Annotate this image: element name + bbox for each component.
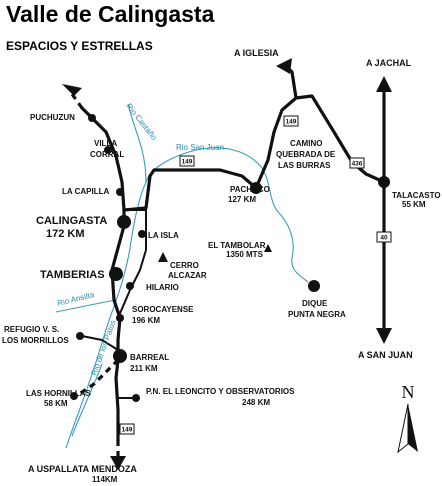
label-cerro-1: CERRO bbox=[170, 261, 199, 270]
dot-tamberias bbox=[109, 267, 123, 281]
dot-la-isla bbox=[138, 230, 146, 238]
label-uspallata-km: 114KM bbox=[92, 475, 118, 484]
label-la-capilla: LA CAPILLA bbox=[62, 187, 109, 196]
mountains bbox=[158, 244, 272, 262]
label-leoncito-1: P.N. EL LEONCITO Y OBSERVATORIOS bbox=[146, 387, 295, 396]
label-leoncito-2: 248 KM bbox=[242, 398, 270, 407]
road-las-hornillas bbox=[75, 358, 120, 398]
label-talacasto-1: TALACASTO bbox=[392, 191, 441, 200]
dot-la-capilla bbox=[116, 188, 124, 196]
route-shields: 149 149 436 40 149 bbox=[119, 115, 392, 435]
label-calingasta-2: 172 KM bbox=[46, 228, 85, 240]
river-ansilta bbox=[55, 299, 117, 313]
svg-text:149: 149 bbox=[122, 427, 133, 434]
label-sorocayense-1: SOROCAYENSE bbox=[132, 305, 194, 314]
label-rio-castano: Rio Castaño bbox=[124, 102, 159, 143]
svg-text:149: 149 bbox=[286, 119, 297, 126]
label-refugio-1: REFUGIO V. S. bbox=[4, 325, 59, 334]
river-san-juan bbox=[145, 147, 309, 283]
label-refugio-2: LOS MORRILLOS bbox=[2, 336, 69, 345]
compass-arrow-right bbox=[408, 404, 418, 452]
svg-text:149: 149 bbox=[182, 159, 193, 166]
label-pachaco-1: PACHACO bbox=[230, 185, 270, 194]
town-dots bbox=[70, 114, 390, 402]
label-sorocayense-2: 196 KM bbox=[132, 316, 160, 325]
map-title: Valle de Calingasta bbox=[6, 1, 215, 27]
label-talacasto-2: 55 KM bbox=[402, 200, 426, 209]
rivers bbox=[55, 103, 309, 449]
dot-pachaco bbox=[250, 182, 262, 194]
shield-436: 436 bbox=[349, 157, 365, 169]
compass: N bbox=[397, 382, 418, 454]
label-barreal-2: 211 KM bbox=[130, 364, 158, 373]
road-refugio bbox=[81, 335, 119, 351]
svg-text:436: 436 bbox=[352, 161, 363, 168]
road-calingasta-loop bbox=[117, 209, 147, 319]
label-calingasta-1: CALINGASTA bbox=[36, 215, 107, 227]
mountain-el-tambolar bbox=[264, 244, 272, 252]
shield-149-top: 149 bbox=[179, 155, 195, 167]
svg-text:40: 40 bbox=[380, 235, 388, 242]
label-rio-san-juan: Rio San Juan bbox=[176, 143, 224, 152]
label-villa-corral-1: VILLA bbox=[94, 139, 117, 148]
dot-puchuzun bbox=[88, 114, 96, 122]
shield-149-bottom: 149 bbox=[119, 423, 135, 435]
dot-villa-corral bbox=[104, 146, 112, 154]
town-labels: PUCHUZUN VILLA CORRAL LA CAPILLA CALINGA… bbox=[2, 113, 441, 408]
label-cerro-2: ALCAZAR bbox=[168, 271, 207, 280]
arrows bbox=[62, 58, 392, 470]
map-subtitle: ESPACIOS Y ESTRELLAS bbox=[6, 39, 153, 53]
label-las-hornillas-1: LAS HORNILLAS bbox=[26, 389, 92, 398]
label-camino-1: CAMINO bbox=[290, 139, 322, 148]
label-la-isla: LA ISLA bbox=[148, 231, 179, 240]
label-tambolar-2: 1350 MTS bbox=[226, 250, 264, 259]
label-camino-2: QUEBRADA DE bbox=[276, 150, 336, 159]
label-las-hornillas-2: 58 KM bbox=[44, 399, 68, 408]
label-a-jachal: A JACHAL bbox=[366, 58, 412, 68]
river-castano bbox=[127, 103, 147, 183]
dot-talacasto bbox=[378, 176, 390, 188]
dot-calingasta bbox=[117, 215, 131, 229]
label-dique-2: PUNTA NEGRA bbox=[288, 310, 346, 319]
shield-40: 40 bbox=[376, 231, 392, 243]
label-tamberias: TAMBERIAS bbox=[40, 269, 105, 281]
river-de-los-patos bbox=[65, 181, 147, 449]
road-valley bbox=[80, 106, 126, 442]
dot-barreal bbox=[113, 349, 127, 363]
dot-dique bbox=[308, 280, 320, 292]
arrow-jachal bbox=[376, 76, 392, 92]
mountain-cerro-alcazar bbox=[158, 252, 168, 262]
arrow-iglesia bbox=[276, 58, 292, 74]
arrow-north bbox=[62, 84, 82, 96]
dot-hilario bbox=[126, 282, 134, 290]
label-a-uspallata: A USPALLATA MENDOZA bbox=[28, 464, 137, 474]
label-pachaco-2: 127 KM bbox=[228, 195, 256, 204]
label-camino-3: LAS BURRAS bbox=[278, 161, 331, 170]
dot-las-hornillas bbox=[70, 392, 78, 400]
label-tambolar-1: EL TAMBOLAR bbox=[208, 241, 266, 250]
roads bbox=[70, 64, 386, 458]
destination-labels: A IGLESIA A JACHAL A SAN JUAN A USPALLAT… bbox=[28, 48, 413, 484]
dot-sorocayense bbox=[116, 314, 124, 322]
label-hilario: HILARIO bbox=[146, 283, 179, 292]
label-villa-corral-2: CORRAL bbox=[90, 150, 124, 159]
dot-leoncito bbox=[132, 394, 140, 402]
compass-arrow-left bbox=[397, 403, 409, 454]
dot-refugio bbox=[76, 332, 84, 340]
compass-north-letter: N bbox=[402, 382, 415, 402]
shield-149-ne: 149 bbox=[283, 115, 299, 127]
label-a-iglesia: A IGLESIA bbox=[234, 48, 279, 58]
label-a-san-juan: A SAN JUAN bbox=[358, 350, 413, 360]
road-pachaco bbox=[122, 168, 258, 212]
road-north-dashed bbox=[70, 93, 84, 109]
river-bottom-branch bbox=[71, 363, 103, 437]
arrow-south bbox=[110, 456, 126, 470]
label-barreal-1: BARREAL bbox=[130, 353, 169, 362]
label-puchuzun: PUCHUZUN bbox=[30, 113, 75, 122]
label-dique-1: DIQUE bbox=[302, 299, 328, 308]
arrow-san-juan bbox=[376, 328, 392, 344]
